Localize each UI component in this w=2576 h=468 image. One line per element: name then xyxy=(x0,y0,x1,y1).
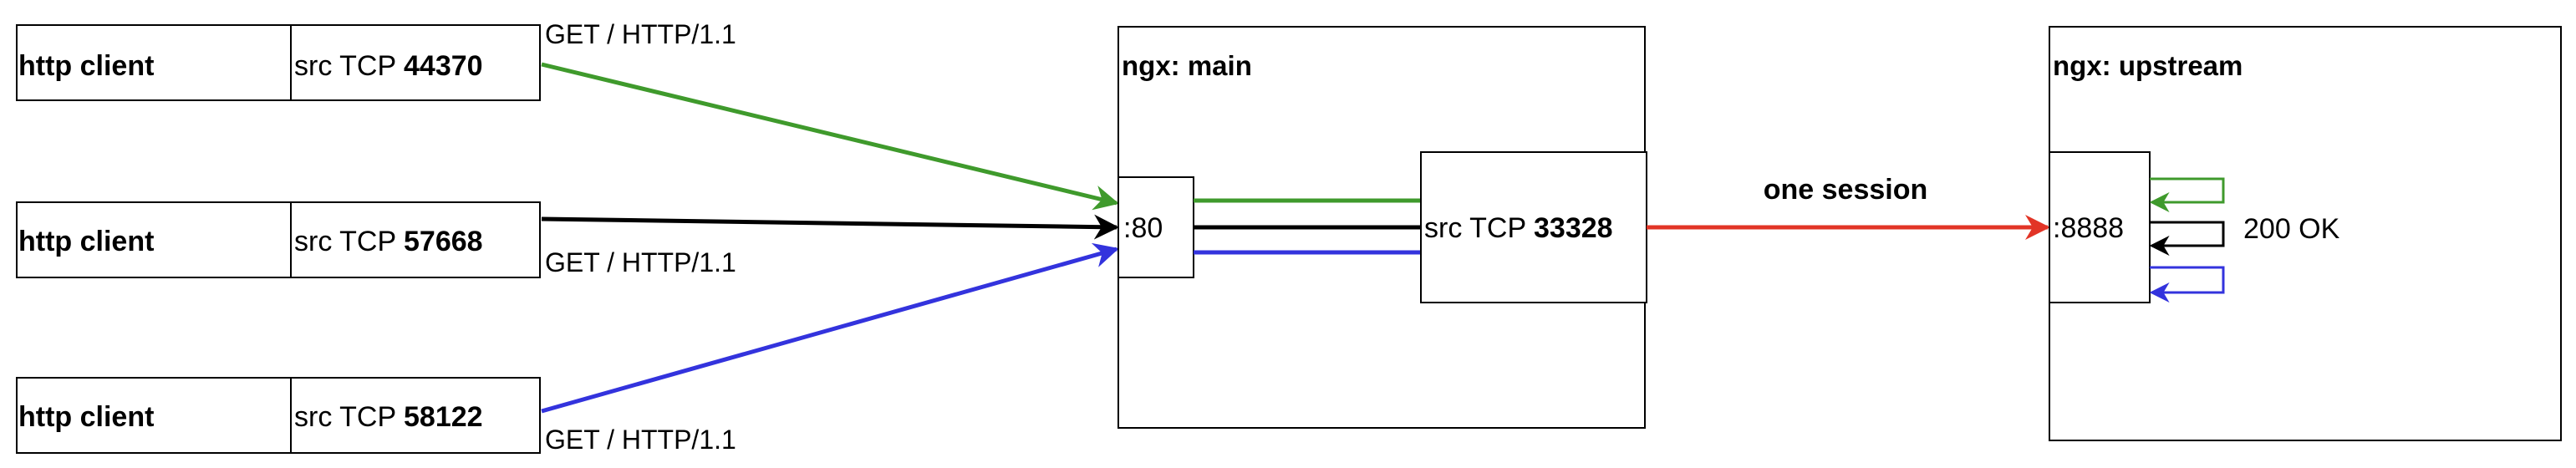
client-3-port-text: src TCP 58122 xyxy=(294,401,483,433)
session-label: one session xyxy=(1764,174,1928,206)
client-3-label-cell xyxy=(16,377,292,454)
client-1-request: GET / HTTP/1.1 xyxy=(545,19,736,49)
client-2: http client src TCP 57668 GET / HTTP/1.1 xyxy=(16,201,736,278)
client-3-arrow xyxy=(541,242,1119,414)
client-2-port-cell xyxy=(290,201,541,278)
client-3-label: http client xyxy=(18,401,154,433)
main-listen-port: :80 xyxy=(1123,212,1163,244)
main-src-port-box xyxy=(1420,151,1647,303)
client-1-label-cell xyxy=(16,24,292,101)
client-2-port-text: src TCP 57668 xyxy=(294,226,483,257)
client-3-request: GET / HTTP/1.1 xyxy=(545,425,736,455)
client-1-port-text: src TCP 44370 xyxy=(294,50,483,82)
main-src-port-text: src TCP 33328 xyxy=(1424,212,1613,244)
client-1-label: http client xyxy=(18,50,154,82)
upstream-listen-port-box xyxy=(2049,151,2151,303)
ngx-upstream-title: ngx: upstream xyxy=(2053,50,2243,81)
client-1-arrow xyxy=(541,62,1119,211)
client-2-label-cell xyxy=(16,201,292,278)
ngx-upstream-box: ngx: upstream :8888 200 OK xyxy=(2049,26,2562,441)
upstream-black-loop xyxy=(2149,221,2225,256)
upstream-blue-loop xyxy=(2149,266,2225,303)
client-2-request: GET / HTTP/1.1 xyxy=(545,247,736,277)
upstream-response: 200 OK xyxy=(2243,213,2340,245)
client-3: http client src TCP 58122 GET / HTTP/1.1 xyxy=(16,377,736,455)
upstream-listen-port: :8888 xyxy=(2053,212,2124,244)
client-1-port-cell xyxy=(290,24,541,101)
ngx-main-title: ngx: main xyxy=(1122,50,1252,81)
client-2-arrow xyxy=(541,214,1119,240)
upstream-green-loop xyxy=(2149,177,2225,212)
client-3-port-cell xyxy=(290,377,541,454)
client-1: http client src TCP 44370 GET / HTTP/1.1 xyxy=(16,19,736,101)
client-2-label: http client xyxy=(18,226,154,257)
ngx-main-box: ngx: main :80 src TCP 33328 xyxy=(1117,26,1647,429)
